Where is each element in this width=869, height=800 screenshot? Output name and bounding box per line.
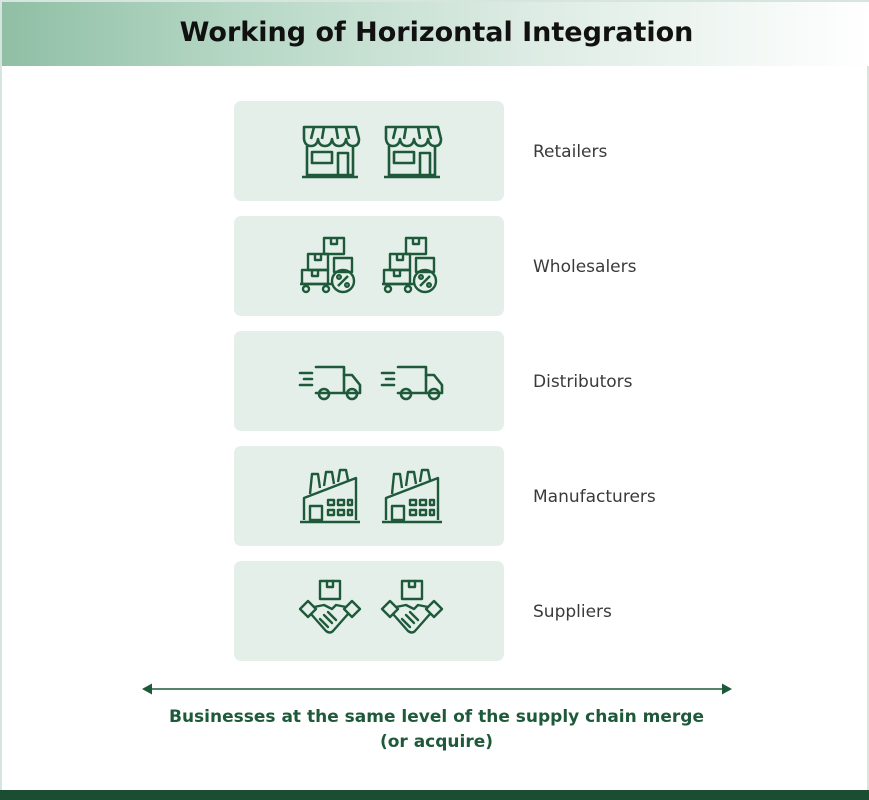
level-card-wholesalers <box>234 216 504 316</box>
level-label-suppliers: Suppliers <box>533 602 612 622</box>
level-card-distributors <box>234 331 504 431</box>
factory-icon <box>380 464 444 528</box>
boxes-cart-icon <box>380 234 444 298</box>
factory-icon <box>298 464 362 528</box>
caption-line-1: Businesses at the same level of the supp… <box>169 707 704 727</box>
delivery-truck-icon <box>380 349 444 413</box>
caption-line-2: (or acquire) <box>379 732 494 752</box>
bottom-bar <box>0 790 869 800</box>
level-label-wholesalers: Wholesalers <box>533 257 637 277</box>
handshake-box-icon <box>380 579 444 643</box>
handshake-box-icon <box>298 579 362 643</box>
level-card-manufacturers <box>234 446 504 546</box>
delivery-truck-icon <box>298 349 362 413</box>
store-icon <box>380 119 444 183</box>
level-label-retailers: Retailers <box>533 142 608 162</box>
store-icon <box>298 119 362 183</box>
header-banner <box>2 2 869 66</box>
level-card-retailers <box>234 101 504 201</box>
double-headed-arrow-icon <box>142 682 732 696</box>
level-label-distributors: Distributors <box>533 372 633 392</box>
level-card-suppliers <box>234 561 504 661</box>
page-title: Working of Horizontal Integration <box>179 17 694 48</box>
caption: Businesses at the same level of the supp… <box>102 705 771 755</box>
level-label-manufacturers: Manufacturers <box>533 487 656 507</box>
boxes-cart-icon <box>298 234 362 298</box>
